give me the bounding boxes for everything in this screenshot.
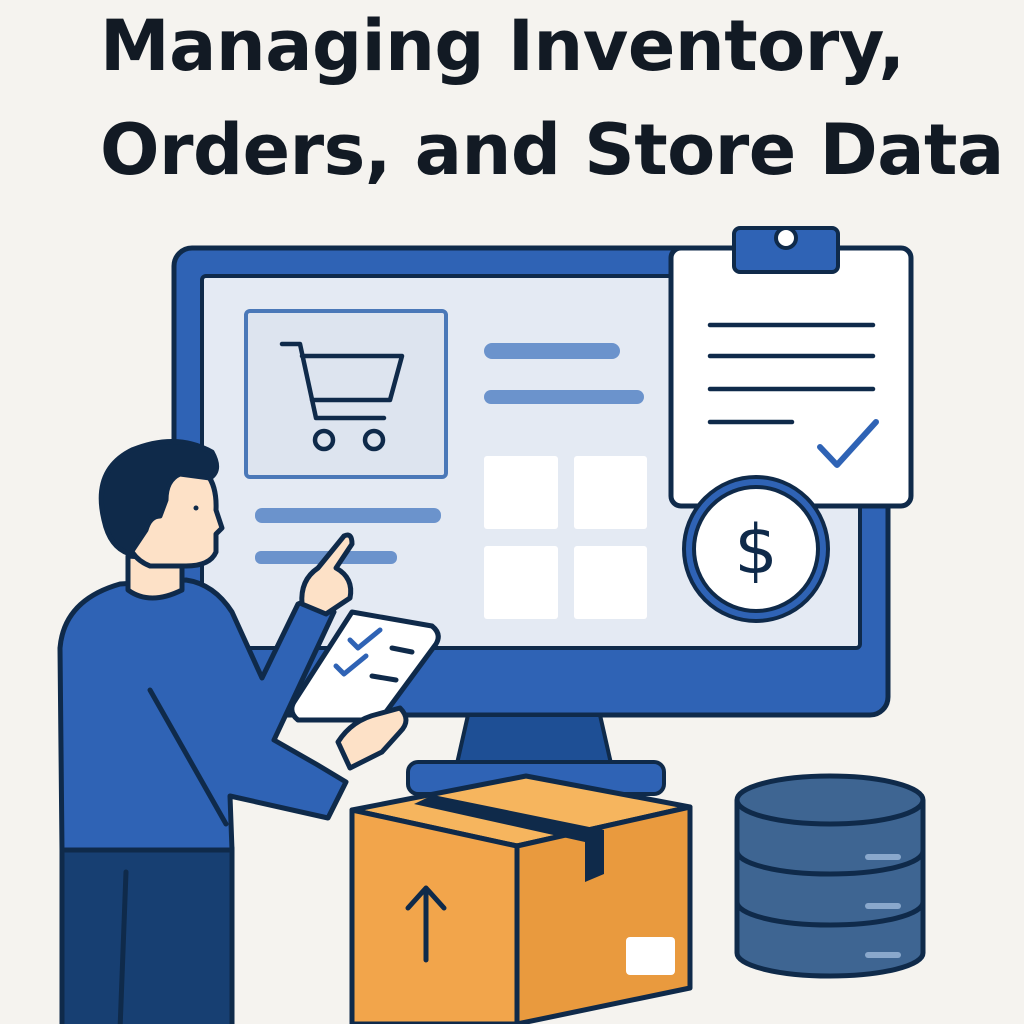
arrow-up-icon [405, 885, 447, 963]
clipboard [668, 226, 914, 509]
coin-inner [692, 485, 820, 613]
page-title: Managing Inventory, Orders, and Store Da… [100, 0, 1004, 202]
database-icon [734, 773, 926, 979]
checkmark-icon [333, 653, 369, 677]
coin-symbol: $ [734, 511, 777, 590]
product-tile [484, 456, 558, 529]
product-tile [484, 546, 558, 619]
clipboard-lines [707, 322, 876, 425]
text-placeholder [255, 508, 441, 523]
shopping-cart-icon [279, 341, 405, 452]
person [57, 439, 441, 1024]
person-eye [193, 505, 199, 511]
person-torso [57, 577, 349, 853]
person-holding-hand [335, 705, 409, 771]
box-tape [414, 795, 604, 882]
title-line-1: Managing Inventory, [100, 5, 905, 87]
person-pointing-hand [299, 532, 355, 617]
text-placeholder [484, 343, 620, 359]
box-front [349, 807, 520, 1024]
person-hair [98, 439, 219, 557]
title-line-2: Orders, and Store Data [100, 109, 1004, 191]
checkmark-icon [817, 419, 879, 468]
product-card [244, 309, 448, 479]
clipboard-board [668, 245, 914, 509]
checkmark-icon [347, 627, 383, 651]
product-tile [574, 456, 647, 529]
box-label [626, 937, 675, 975]
product-tile [574, 546, 647, 619]
package-box [349, 773, 693, 1024]
person-pants [59, 837, 235, 1024]
dollar-coin-icon: $ [682, 475, 830, 623]
clipboard-clip-hole [774, 226, 798, 250]
person-arm-line [147, 687, 229, 827]
text-placeholder [484, 390, 644, 404]
